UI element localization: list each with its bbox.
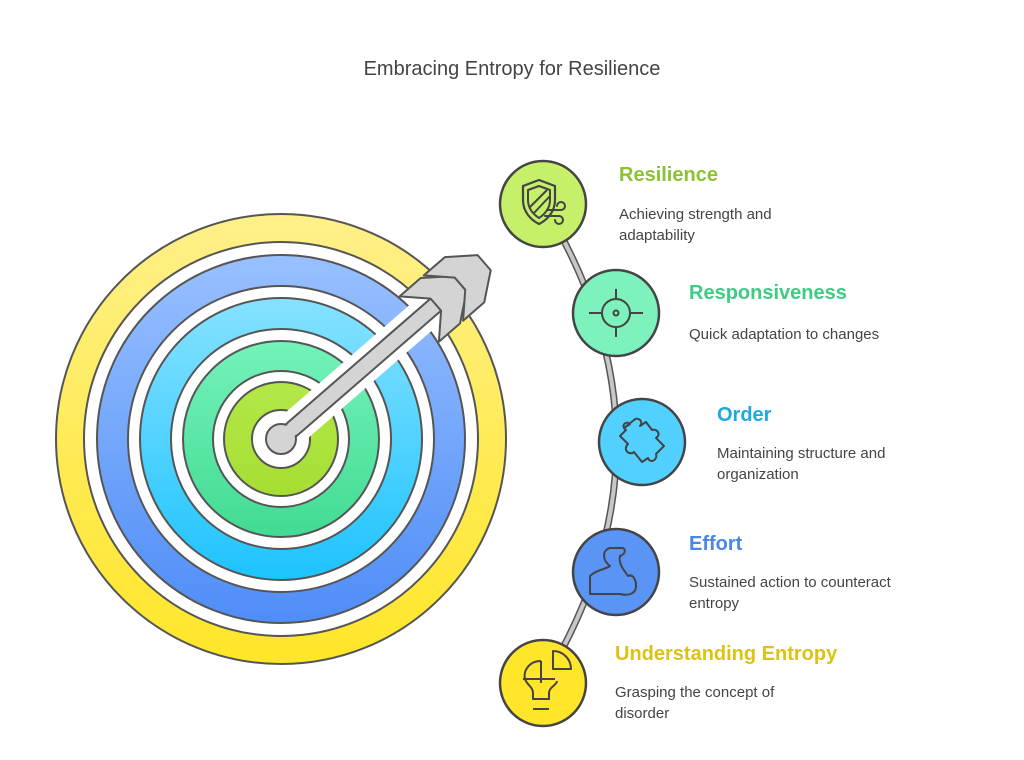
target-ring-cyan bbox=[138, 297, 424, 581]
step-label-understanding-entropy: Understanding Entropy bbox=[615, 643, 838, 665]
step-node-effort-circle bbox=[571, 527, 661, 617]
step-nodes bbox=[498, 159, 687, 728]
step-node-order bbox=[597, 397, 687, 487]
step-node-order-circle bbox=[597, 397, 687, 487]
step-label-effort: Effort bbox=[689, 533, 743, 555]
crosshair-icon bbox=[589, 289, 643, 337]
shield-wind-icon bbox=[521, 178, 566, 226]
flexed-arm-icon bbox=[589, 547, 637, 596]
step-description-understanding-entropy: Grasping the concept of disorder bbox=[615, 684, 775, 722]
step-description-responsiveness: Quick adaptation to changes bbox=[689, 326, 880, 343]
diagram-title: Embracing Entropy for Resilience bbox=[363, 58, 661, 80]
step-node-understanding-entropy-circle bbox=[498, 638, 588, 728]
step-node-effort bbox=[571, 527, 661, 617]
puzzle-piece-icon bbox=[619, 417, 665, 463]
target-graphic bbox=[54, 213, 508, 665]
step-node-responsiveness-circle bbox=[571, 268, 661, 358]
step-node-responsiveness bbox=[571, 268, 661, 358]
step-label-resilience: Resilience bbox=[619, 164, 718, 186]
step-description-resilience: Achieving strength and adaptability bbox=[619, 206, 772, 244]
arrow-fletching-outer bbox=[422, 254, 492, 322]
lightbulb-idea-icon bbox=[523, 650, 572, 710]
step-description-order: Maintaining structure and organization bbox=[717, 445, 886, 483]
step-node-resilience bbox=[498, 159, 588, 249]
target-ring-outer-yellow bbox=[54, 213, 508, 665]
step-label-order: Order bbox=[717, 404, 772, 426]
step-node-understanding-entropy bbox=[498, 638, 588, 728]
target-ring-blue bbox=[95, 254, 467, 624]
step-label-responsiveness: Responsiveness bbox=[689, 282, 847, 304]
step-description-effort: Sustained action to counteract entropy bbox=[689, 574, 891, 612]
